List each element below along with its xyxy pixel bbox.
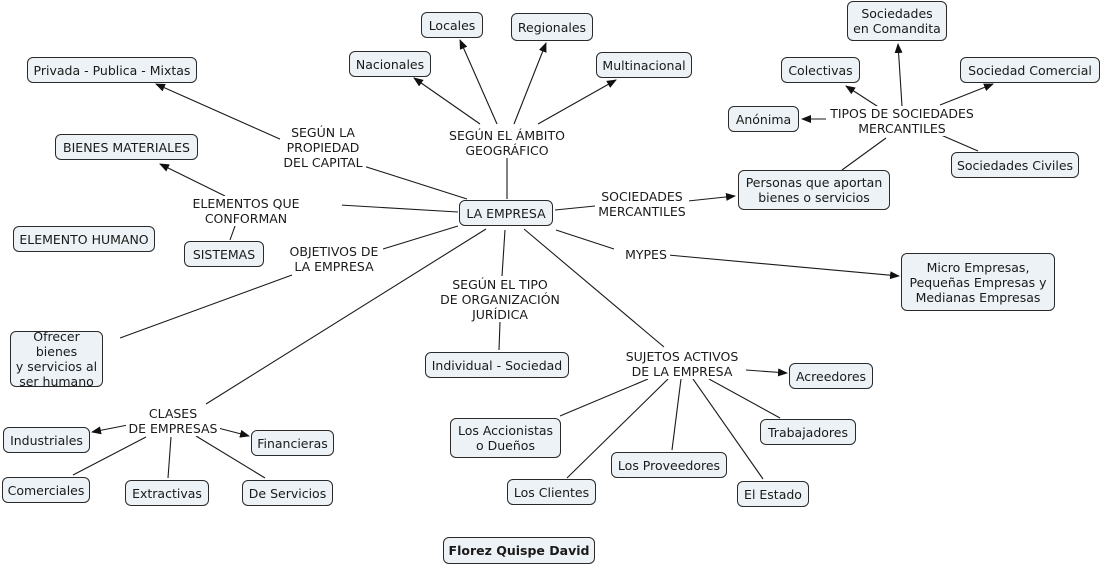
concept-de-servicios[interactable]: De Servicios: [242, 480, 333, 506]
concept-proveedores[interactable]: Los Proveedores: [611, 452, 727, 478]
concept-locales[interactable]: Locales: [421, 12, 483, 38]
edge-propiedad-privada: [155, 83, 283, 141]
edge-clases-financieras: [217, 427, 250, 438]
edge-sujetos-clientes: [566, 378, 669, 479]
concept-anonima[interactable]: Anónima: [728, 106, 799, 132]
concept-bienes-materiales[interactable]: BIENES MATERIALES: [55, 134, 198, 160]
edge-sujetos-accionistas: [559, 378, 649, 417]
concept-sociedad-comercial[interactable]: Sociedad Comercial: [960, 57, 1100, 83]
concept-sociedades-civiles[interactable]: Sociedades Civiles: [951, 152, 1079, 178]
concept-colectivas[interactable]: Colectivas: [781, 57, 860, 83]
edge-clases-extractivas: [167, 436, 172, 479]
link-objetivos-empresa: OBJETIVOS DE LA EMPRESA: [285, 244, 383, 274]
edge-personas-tipos: [841, 137, 887, 171]
concept-elemento-humano[interactable]: ELEMENTO HUMANO: [13, 226, 155, 252]
link-clases-empresas: CLASES DE EMPRESAS: [126, 406, 220, 436]
edge-clases-industriales: [91, 424, 129, 435]
edge-empresa-mypes: [555, 229, 615, 250]
concept-multinacional[interactable]: Multinacional: [596, 52, 692, 78]
concept-micro-pequenas-medianas[interactable]: Micro Empresas, Pequeñas Empresas y Medi…: [901, 253, 1055, 311]
edge-tipos-colectivas: [845, 85, 881, 109]
edge-tipos-comandita: [894, 43, 903, 107]
concept-sistemas[interactable]: SISTEMAS: [184, 241, 264, 267]
concept-regionales[interactable]: Regionales: [511, 13, 593, 41]
author-name[interactable]: Florez Quispe David: [443, 537, 595, 564]
edge-objetivos-ofrecer: [119, 274, 293, 339]
link-segun-propiedad-capital: SEGÚN LA PROPIEDAD DEL CAPITAL: [280, 125, 366, 170]
link-elementos-que-conforman: ELEMENTOS QUE CONFORMAN: [150, 196, 342, 226]
concept-comerciales[interactable]: Comerciales: [2, 477, 90, 503]
concept-industriales[interactable]: Industriales: [3, 427, 90, 453]
concept-extractivas[interactable]: Extractivas: [125, 480, 209, 506]
edge-empresa-socmerc: [554, 205, 596, 211]
link-tipos-sociedades-mercantiles: TIPOS DE SOCIEDADES MERCANTILES: [826, 106, 978, 136]
edge-tipos-comercial: [939, 83, 994, 106]
edge-sujetos-estado: [692, 378, 764, 480]
edge-mypes-micro: [667, 254, 900, 280]
edge-tipos-civiles: [940, 134, 979, 152]
edge-empresa-objetivos: [382, 225, 459, 250]
edge-sujetos-acreedores: [745, 368, 788, 377]
edge-ambito-nacionales: [413, 77, 481, 125]
edge-empresa-tipo-org: [501, 229, 506, 277]
edge-empresa-sujetos: [523, 228, 665, 348]
edge-ambito-regionales: [513, 42, 547, 125]
concept-individual-sociedad[interactable]: Individual - Sociedad: [425, 352, 569, 378]
concept-personas-aportan[interactable]: Personas que aportan bienes o servicios: [738, 170, 890, 210]
edge-elementos-bienes: [159, 163, 226, 197]
edge-sujetos-proveedores: [671, 378, 682, 451]
concept-accionistas[interactable]: Los Accionistas o Dueños: [450, 418, 561, 458]
edge-empresa-elementos: [339, 204, 459, 213]
edge-ambito-locales: [459, 39, 498, 125]
concept-clientes[interactable]: Los Clientes: [507, 479, 596, 505]
concept-acreedores[interactable]: Acreedores: [789, 363, 873, 389]
concept-la-empresa[interactable]: LA EMPRESA: [459, 200, 553, 226]
concept-nacionales[interactable]: Nacionales: [349, 51, 431, 77]
edge-clases-servicios: [195, 435, 266, 479]
edge-sujetos-trabajadores: [708, 378, 781, 419]
concept-sociedades-comandita[interactable]: Sociedades en Comandita: [847, 1, 947, 41]
concept-privada-publica-mixtas[interactable]: Privada - Publica - Mixtas: [27, 57, 197, 83]
edge-socmerc-personas: [687, 192, 736, 202]
link-segun-tipo-organizacion: SEGÚN EL TIPO DE ORGANIZACIÓN JURÍDICA: [436, 277, 564, 322]
edge-clases-comerciales: [72, 436, 147, 476]
link-mypes: MYPES: [622, 247, 670, 262]
concept-el-estado[interactable]: El Estado: [737, 481, 809, 507]
edge-tipo-org-individual: [498, 321, 501, 351]
edge-ambito-multinacional: [537, 79, 617, 125]
concept-trabajadores[interactable]: Trabajadores: [760, 419, 856, 445]
concept-ofrecer-bienes[interactable]: Ofrecer bienes y servicios al ser humano: [10, 329, 103, 389]
concept-financieras[interactable]: Financieras: [251, 430, 334, 456]
link-segun-ambito-geografico: SEGÚN EL ÁMBITO GEOGRÁFICO: [444, 128, 570, 158]
link-sociedades-mercantiles: SOCIEDADES MERCANTILES: [595, 189, 689, 219]
link-sujetos-activos: SUJETOS ACTIVOS DE LA EMPRESA: [618, 349, 746, 379]
edge-empresa-clases: [205, 228, 487, 405]
